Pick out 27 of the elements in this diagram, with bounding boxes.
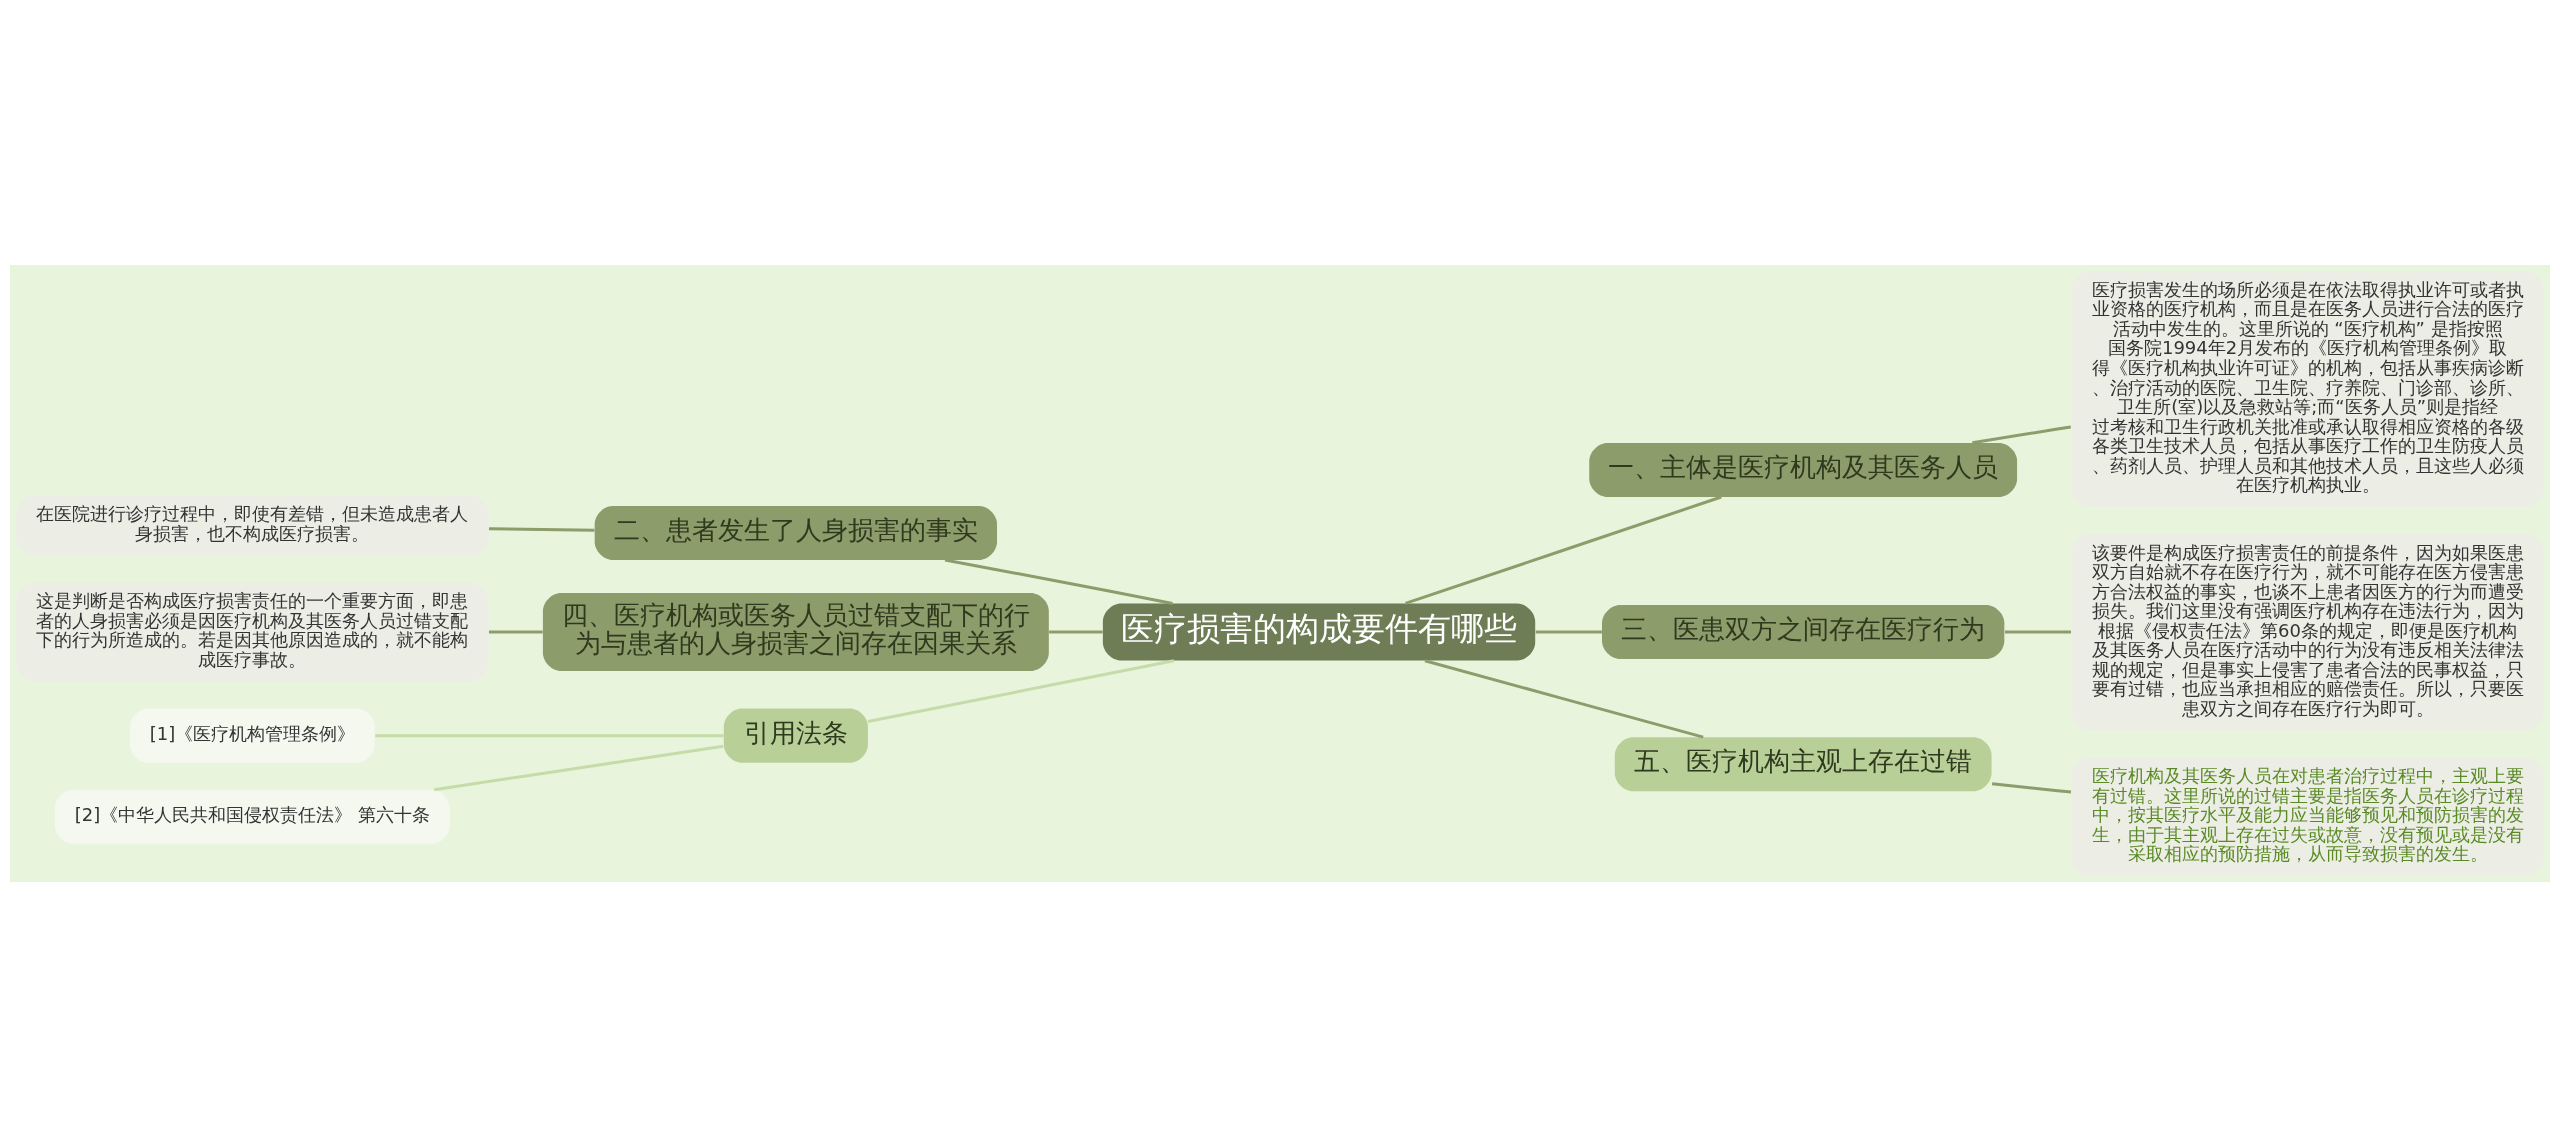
connector: [1991, 781, 2072, 794]
node-box: 一、主体是医疗机构及其医务人员: [1589, 442, 2018, 497]
node-box: [1]《医疗机构管理条例》: [130, 708, 375, 763]
node-box: 医疗损害的构成要件有哪些: [1102, 603, 1536, 661]
node-box: 三、医患双方之间存在医疗行为: [1602, 604, 2005, 659]
connector: [489, 630, 543, 634]
connector: [867, 658, 1175, 723]
connector: [2005, 630, 2071, 634]
connector: [434, 744, 724, 791]
node-box: 五、医疗机构主观上存在过错: [1614, 736, 1992, 791]
node-box: 四、医疗机构或医务人员过错支配下的行为与患者的人身损害之间存在因果关系: [542, 592, 1049, 671]
connector: [1424, 658, 1704, 739]
connector: [944, 558, 1173, 605]
node-box: 医疗损害发生的场所必须是在依法取得执业许可或者执业资格的医疗机构，而且是在医务人员进行合法的医疗活动中发生的。这里所说的 “医疗机构” 是指按照国务院1994年2月发布的《医疗机构管理条例》取得《医疗机构执业许可证》的机构，包括从事疾病诊断、治疗活动的医院、卫生院、疗养院、门诊部、诊所、卫生所(室)以及急救站等;而“医务人员”则是指经过考核和卫生行政机关批准或承认取得相应资格的各级各类卫生技术人员，包括从事医疗工作的卫生防疫人员、药剂人员、护理人员和其他技术人员，且这些人必须在医疗机构执业。: [2071, 270, 2544, 507]
connector: [1049, 630, 1103, 634]
node-box: 这是判断是否构成医疗损害责任的一个重要方面，即患者的人身损害必须是因医疗机构及其医务人员过错支配下的行为所造成的。若是因其他原因造成的，就不能构成医疗事故。: [16, 582, 489, 682]
node-box: 二、患者发生了人身损害的事实: [594, 505, 997, 560]
node-box: 该要件是构成医疗损害责任的前提条件，因为如果医患双方自始就不存在医疗行为，就不可能存在医方侵害患方合法权益的事实，也谈不上患者因医方的行为而遭受损失。我们这里没有强调医疗机构存在违法行为，因为根据《侵权责任法》第60条的规定，即便是医疗机构及其医务人员在医疗活动中的行为没有违反相关法律法规的规定，但是事实上侵害了患者合法的民事权益，只要有过错，也应当承担相应的赔偿责任。所以，只要医患双方之间存在医疗行为即可。: [2071, 533, 2544, 730]
node-box: 医疗机构及其医务人员在对患者治疗过程中，主观上要有过错。这里所说的过错主要是指医务人员在诊疗过程中，按其医疗水平及能力应当能够预见和预防损害的发生，由于其主观上存在过失或故意，没有预见或是没有采取相应的预防措施，从而导致损害的发生。: [2071, 756, 2544, 876]
node-box: 在医院进行诊疗过程中，即使有差错，但未造成患者人身损害，也不构成医疗损害。: [16, 494, 489, 555]
connector: [1972, 424, 2071, 444]
node-box: 引用法条: [723, 708, 868, 763]
connector: [1535, 630, 1602, 634]
connector: [375, 733, 724, 737]
node-box: [2]《中华人民共和国侵权责任法》 第六十条: [55, 789, 450, 844]
connector: [1404, 495, 1722, 605]
connector: [488, 526, 595, 532]
